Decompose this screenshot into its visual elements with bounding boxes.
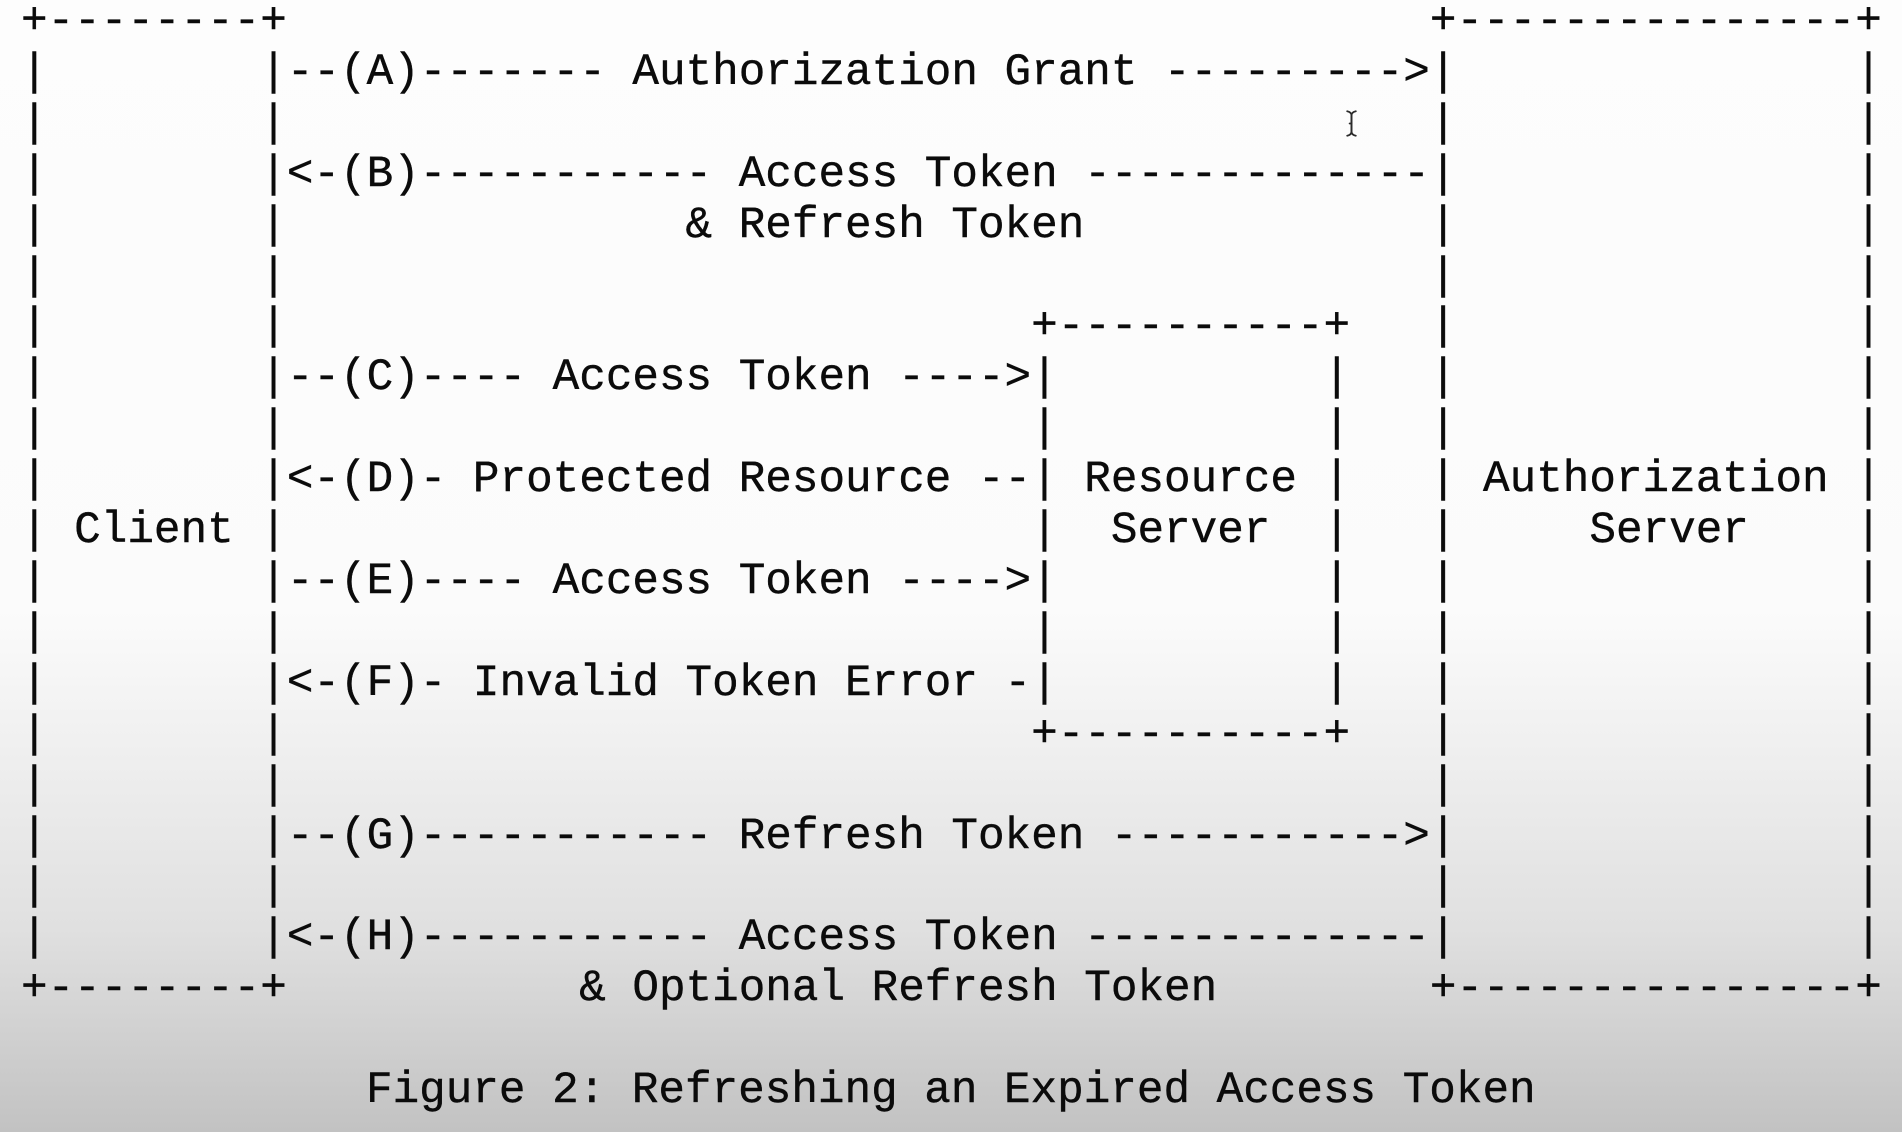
ibeam-text-cursor-icon	[1345, 110, 1358, 137]
figure-caption: Figure 2: Refreshing an Expired Access T…	[366, 1066, 1536, 1116]
oauth-refresh-token-flow-diagram: +--------+ +---------------+ | |--(A)---…	[21, 0, 1882, 1015]
